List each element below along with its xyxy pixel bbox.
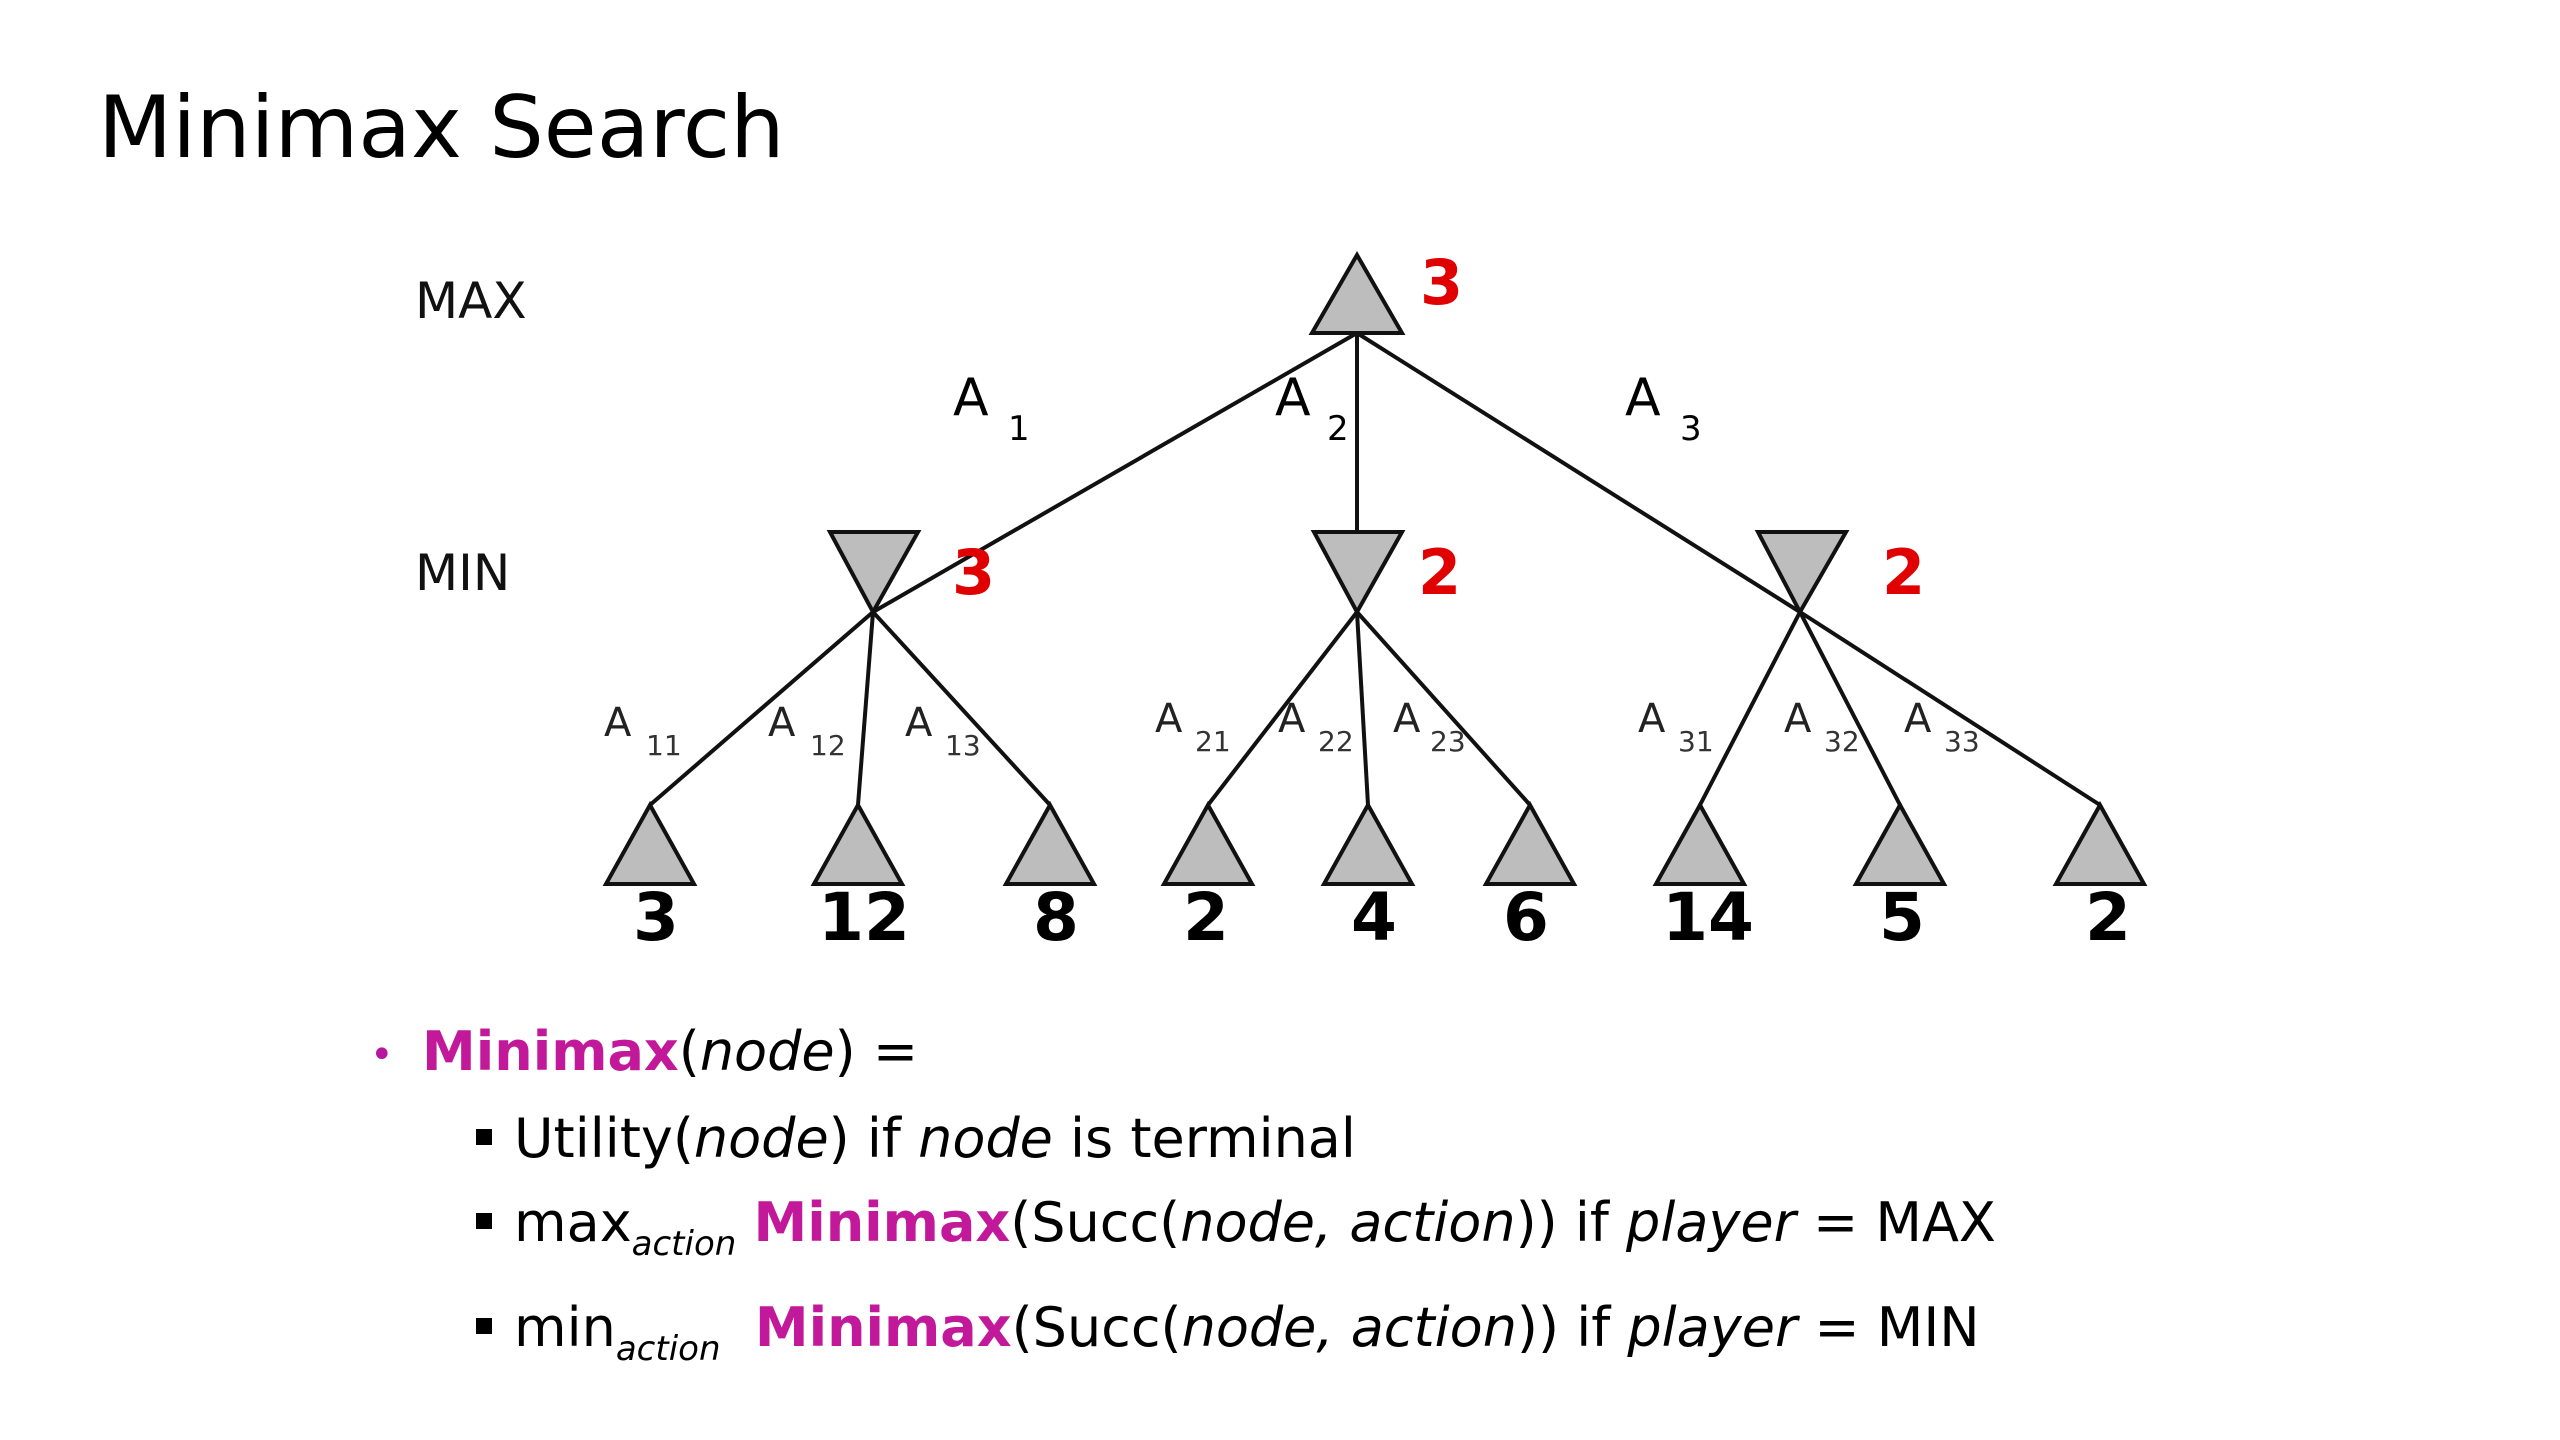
node-text-2: node	[918, 1107, 1053, 1171]
leaf-value-9: 2	[2085, 879, 2131, 956]
node-action-text-min: node, action	[1181, 1296, 1517, 1360]
edge-label-a3: A	[1625, 368, 1661, 428]
edge-a21	[1206, 610, 1359, 807]
succ-text-min: (Succ(	[1011, 1296, 1182, 1360]
edge-a22	[1355, 611, 1370, 806]
definition-case-min: minaction Minimax(Succ(node, action)) if…	[370, 1286, 1996, 1391]
edge-a23	[1355, 610, 1532, 807]
leaf-node-2	[810, 800, 906, 886]
edge-a33	[1798, 610, 2102, 807]
edge-a3	[1355, 331, 1802, 614]
leaf-node-5	[1320, 800, 1416, 886]
leaf-value-6: 6	[1503, 879, 1549, 956]
leaf-node-8	[1852, 800, 1948, 886]
leaf-value-5: 4	[1351, 879, 1397, 956]
edge-label-a23-sub: 23	[1430, 725, 1466, 758]
edge-label-a31: A	[1638, 696, 1666, 742]
edge-label-a33-sub: 33	[1944, 725, 1980, 758]
edge-label-a3-sub: 3	[1680, 409, 1702, 449]
terminal-text: is terminal	[1052, 1107, 1356, 1171]
min-value-2: 2	[1418, 536, 1461, 609]
paren-close-equals: ) =	[834, 1020, 919, 1083]
edge-label-a2-sub: 2	[1327, 409, 1349, 449]
leaf-node-1	[602, 800, 698, 886]
player-text: player	[1626, 1191, 1796, 1255]
leaf-node-9	[2052, 800, 2148, 886]
edge-label-a32: A	[1784, 696, 1812, 742]
if-text: ) if	[828, 1107, 919, 1171]
definition-case-terminal: Utility(node) if node is terminal	[370, 1097, 1996, 1181]
leaf-node-4	[1160, 800, 1256, 886]
utility-text: Utility(	[514, 1107, 694, 1171]
edge-label-a23: A	[1393, 696, 1421, 742]
minimax-function-name: Minimax	[422, 1020, 679, 1083]
minimax-name-min: Minimax	[754, 1296, 1012, 1360]
equals-min-text: = MIN	[1797, 1296, 1980, 1360]
minimax-definition: •Minimax(node) = Utility(node) if node i…	[370, 1010, 1996, 1391]
edge-label-a22: A	[1278, 696, 1306, 742]
if-text-min: )) if	[1516, 1296, 1628, 1360]
player-text-min: player	[1627, 1296, 1798, 1360]
leaf-node-3	[1002, 800, 1098, 886]
min-value-3: 2	[1882, 536, 1925, 609]
node-text: node	[693, 1107, 829, 1171]
paren-open: (	[678, 1020, 700, 1083]
leaf-node-6	[1482, 800, 1578, 886]
node-arg: node	[699, 1020, 835, 1083]
node-action-text: node, action	[1180, 1191, 1516, 1255]
edge-a31	[1698, 611, 1802, 806]
edge-label-a11: A	[604, 700, 632, 746]
leaf-value-3: 8	[1033, 879, 1079, 956]
edge-label-a13-sub: 13	[945, 729, 981, 762]
edge-label-a1-sub: 1	[1008, 409, 1030, 449]
edge-a12	[856, 611, 875, 806]
edge-label-a12-sub: 12	[810, 729, 846, 762]
edge-label-a11-sub: 11	[646, 729, 682, 762]
edge-label-a12: A	[768, 700, 796, 746]
edge-label-a2: A	[1275, 368, 1311, 428]
edge-a11	[648, 610, 875, 807]
leaf-node-7	[1652, 800, 1748, 886]
max-level-label: MAX	[415, 272, 527, 330]
edge-label-a21: A	[1155, 696, 1183, 742]
leaf-value-4: 2	[1183, 879, 1229, 956]
root-value: 3	[1420, 246, 1463, 319]
leaf-value-7: 14	[1662, 879, 1754, 956]
definition-case-max: maxaction Minimax(Succ(node, action)) if…	[370, 1181, 1996, 1286]
min-value-1: 3	[952, 536, 995, 609]
square-bullet-icon	[476, 1128, 492, 1145]
min-node-3	[1754, 530, 1850, 617]
minimax-name-max: Minimax	[753, 1191, 1011, 1255]
action-subscript: action	[631, 1224, 737, 1265]
action-subscript-min: action	[615, 1329, 721, 1370]
edge-label-a13: A	[905, 700, 933, 746]
edge-label-a33: A	[1904, 696, 1932, 742]
min-node-2	[1310, 530, 1406, 617]
leaf-value-1: 3	[633, 879, 679, 956]
min-level-label: MIN	[415, 544, 510, 602]
edge-label-a32-sub: 32	[1824, 725, 1860, 758]
bullet-icon: •	[370, 1032, 394, 1079]
max-text: max	[514, 1191, 632, 1255]
edge-label-a22-sub: 22	[1318, 725, 1354, 758]
min-text: min	[514, 1296, 616, 1360]
edge-a1	[872, 331, 1358, 614]
min-node-1	[826, 530, 922, 617]
succ-text: (Succ(	[1010, 1191, 1181, 1255]
slide-title: Minimax Search	[98, 78, 785, 178]
leaf-value-2: 12	[818, 879, 910, 956]
definition-head: • Minimax(node) =	[370, 1010, 1996, 1097]
square-bullet-icon	[476, 1212, 492, 1229]
if-text-max: )) if	[1515, 1191, 1627, 1255]
leaf-value-8: 5	[1879, 879, 1925, 956]
equals-max-text: = MAX	[1795, 1191, 1996, 1255]
edge-label-a31-sub: 31	[1678, 725, 1714, 758]
max-root-node	[1308, 250, 1406, 335]
edge-a32	[1798, 611, 1902, 806]
edge-a13	[871, 610, 1052, 807]
square-bullet-icon	[476, 1317, 492, 1334]
edge-label-a21-sub: 21	[1195, 725, 1231, 758]
edge-label-a1: A	[953, 368, 989, 428]
